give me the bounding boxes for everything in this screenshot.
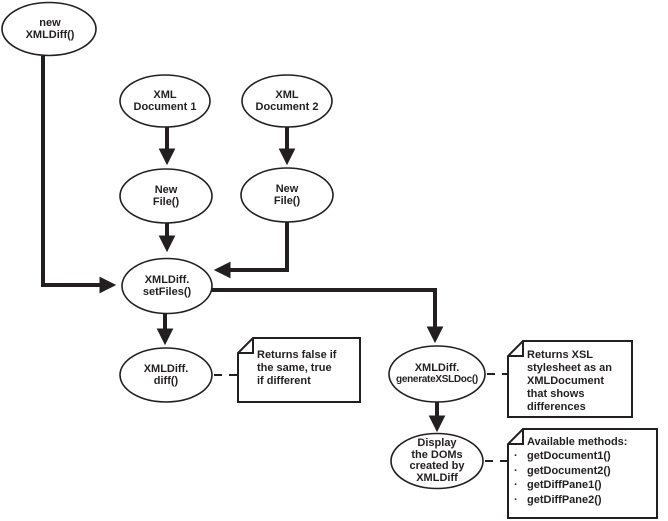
note-shape-display bbox=[507, 428, 658, 519]
note-fold-diff bbox=[238, 338, 254, 354]
arrow-newxmldiff-to-setfiles bbox=[41, 56, 117, 294]
node-generatexsldoc bbox=[388, 345, 486, 403]
note-display-item: ·getDiffPane2() bbox=[514, 493, 602, 506]
arrow-setfiles-to-generatexsldoc bbox=[209, 288, 444, 344]
node-new-xmldiff bbox=[1, 1, 97, 57]
arrow-newfile2-to-setfiles bbox=[213, 222, 289, 279]
label-new-xmldiff: new XMLDiff() bbox=[25, 17, 75, 41]
label-generatexsldoc: XMLDiff. generateXSLDoc() bbox=[396, 362, 478, 386]
node-display-doms bbox=[390, 432, 484, 490]
note-shape-diff bbox=[237, 337, 361, 403]
node-new-file-1 bbox=[119, 168, 213, 224]
node-diff bbox=[119, 347, 213, 403]
note-fold-display bbox=[508, 429, 524, 445]
label-generatexsldoc-line1: XMLDiff. bbox=[414, 362, 460, 374]
note-display-item: ·getDocument2() bbox=[514, 464, 611, 477]
label-diff: XMLDiff. diff() bbox=[143, 363, 189, 387]
node-xml-document-1 bbox=[119, 74, 211, 128]
note-display-item: ·getDocument1() bbox=[514, 450, 611, 462]
label-xml-document-1: XML Document 1 bbox=[133, 89, 197, 113]
bullet-icon: · bbox=[514, 493, 518, 506]
node-xml-document-2 bbox=[241, 74, 333, 128]
note-text-display: Available methods: ·getDocument1() ·getD… bbox=[514, 436, 627, 507]
label-xml-document-2: XML Document 2 bbox=[255, 89, 319, 113]
bullet-icon: · bbox=[514, 479, 518, 492]
node-setfiles bbox=[121, 257, 213, 315]
note-text-generate: Returns XSL stylesheet as an XMLDocument… bbox=[527, 349, 612, 413]
label-generatexsldoc-line2: generateXSLDoc() bbox=[396, 374, 478, 385]
label-new-file-1: New File() bbox=[152, 184, 180, 208]
bullet-icon: · bbox=[514, 450, 518, 462]
note-text-diff: Returns false if the same, true if diffe… bbox=[257, 349, 337, 387]
note-fold-generate bbox=[508, 341, 524, 357]
label-new-file-2: New File() bbox=[273, 183, 301, 207]
note-display-title: Available methods: bbox=[527, 436, 628, 448]
label-display-doms: Display the DOMs created by XMLDiff bbox=[409, 437, 465, 484]
note-shape-generate bbox=[507, 340, 633, 418]
note-display-item: ·getDiffPane1() bbox=[514, 479, 602, 492]
node-new-file-2 bbox=[240, 167, 334, 223]
bullet-icon: · bbox=[514, 464, 518, 477]
label-setfiles: XMLDiff. setFiles() bbox=[142, 274, 192, 298]
